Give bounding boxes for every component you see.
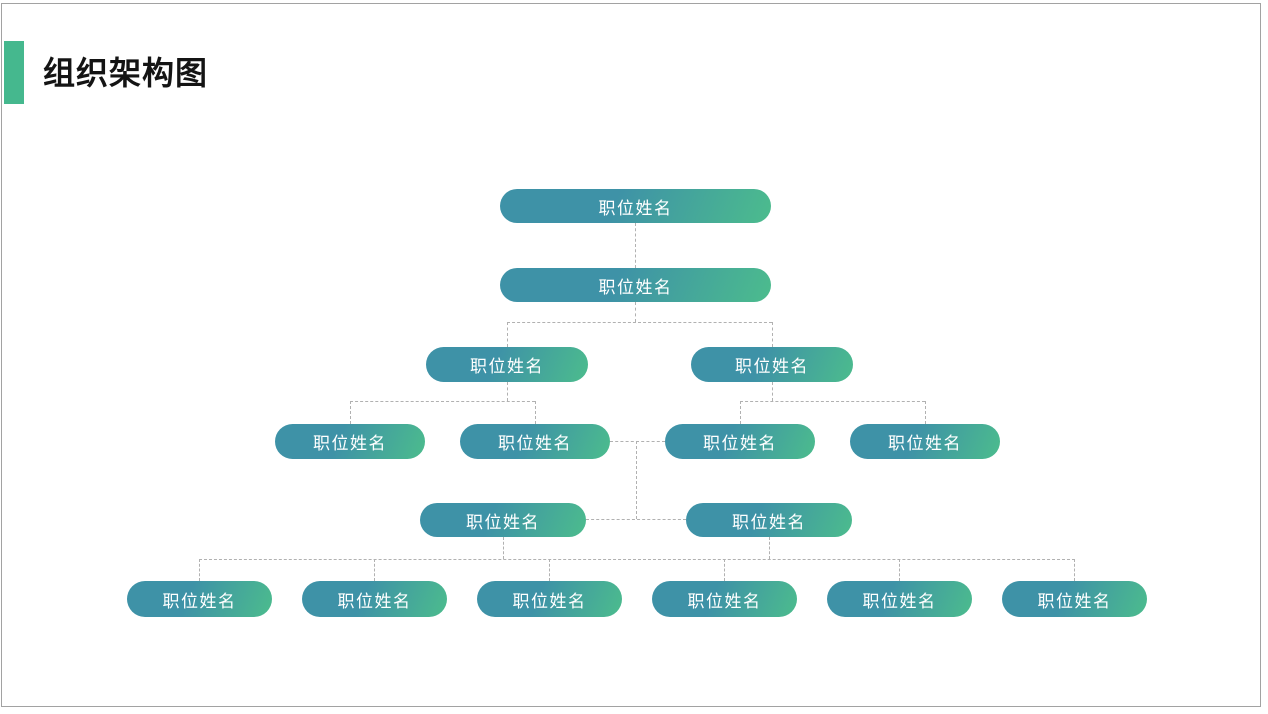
org-node-level3-1: 职位姓名 — [426, 347, 588, 382]
connector-line — [635, 223, 636, 268]
connector-line — [740, 401, 925, 402]
org-node-level6-6: 职位姓名 — [1002, 581, 1147, 617]
connector-line — [635, 302, 636, 322]
connector-line — [507, 322, 508, 347]
connector-line — [586, 519, 686, 520]
org-node-level1: 职位姓名 — [500, 189, 771, 223]
org-node-level6-5: 职位姓名 — [827, 581, 972, 617]
connector-line — [549, 559, 550, 581]
connector-line — [199, 559, 200, 581]
connector-line — [740, 401, 741, 424]
page-title: 组织架构图 — [43, 55, 209, 91]
title-accent-bar — [4, 41, 24, 104]
connector-line — [772, 382, 773, 401]
connector-line — [503, 537, 504, 559]
connector-line — [772, 322, 773, 347]
connector-line — [925, 401, 926, 424]
org-node-level6-4: 职位姓名 — [652, 581, 797, 617]
connector-line — [899, 559, 900, 581]
connector-line — [610, 441, 665, 442]
org-node-level4-2: 职位姓名 — [460, 424, 610, 459]
org-node-level6-2: 职位姓名 — [302, 581, 447, 617]
connector-line — [724, 559, 725, 581]
slide: 组织架构图 — [1, 3, 1261, 707]
org-node-level3-2: 职位姓名 — [691, 347, 853, 382]
org-node-level6-3: 职位姓名 — [477, 581, 622, 617]
org-node-level4-4: 职位姓名 — [850, 424, 1000, 459]
org-node-level4-1: 职位姓名 — [275, 424, 425, 459]
org-node-level2: 职位姓名 — [500, 268, 771, 302]
connector-line — [374, 559, 375, 581]
connector-line — [507, 322, 772, 323]
org-node-level5-2: 职位姓名 — [686, 503, 852, 537]
org-node-level4-3: 职位姓名 — [665, 424, 815, 459]
connector-line — [199, 559, 1075, 560]
connector-line — [636, 441, 637, 519]
org-node-level6-1: 职位姓名 — [127, 581, 272, 617]
connector-line — [1074, 559, 1075, 581]
connector-line — [507, 382, 508, 401]
connector-line — [769, 537, 770, 559]
org-node-level5-1: 职位姓名 — [420, 503, 586, 537]
connector-line — [350, 401, 535, 402]
connector-line — [535, 401, 536, 424]
connector-line — [350, 401, 351, 424]
